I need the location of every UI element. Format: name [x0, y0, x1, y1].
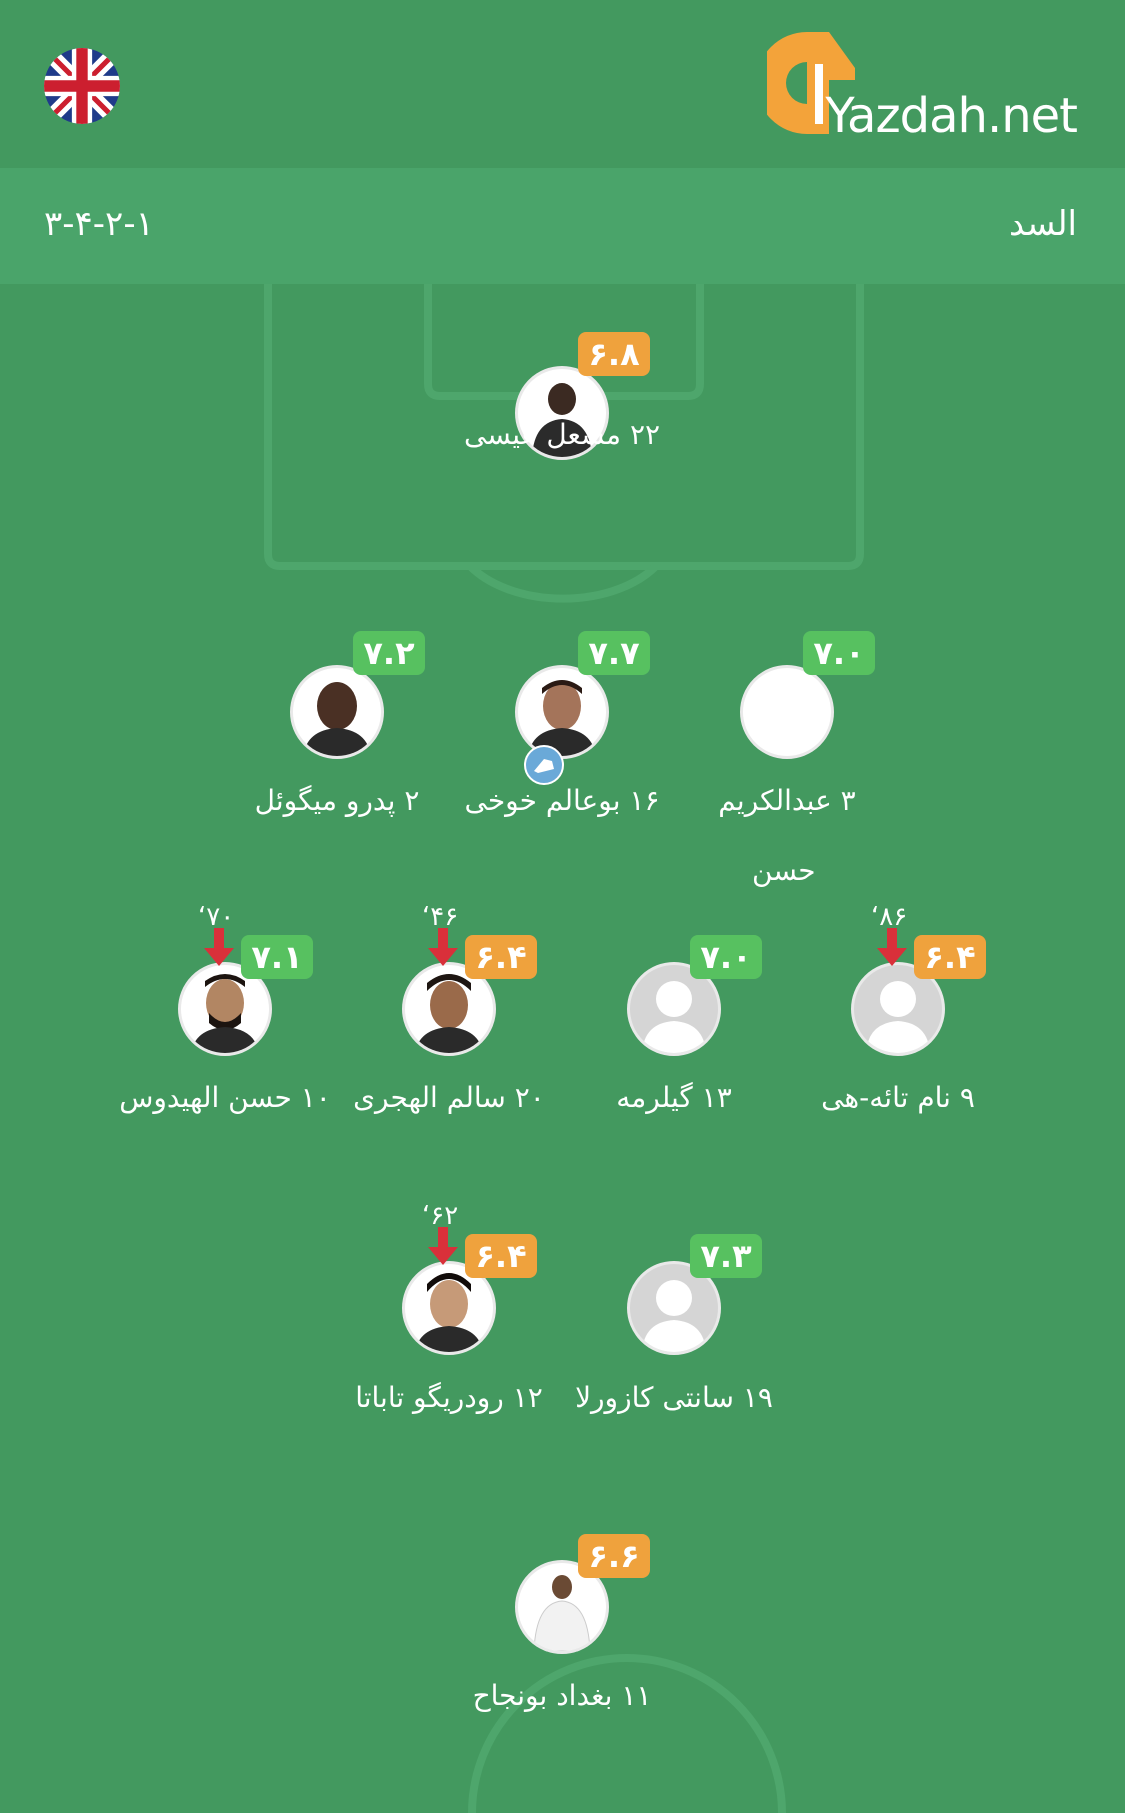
team-bar: السد ۳-۴-۲-۱	[0, 168, 1125, 284]
player-rating: ۷.۳	[690, 1234, 762, 1278]
sub-out-arrow-icon	[428, 928, 458, 966]
player-name: ۳ عبدالکریم	[718, 784, 856, 817]
player-name: ۲۰ سالم الهجری	[353, 1081, 545, 1114]
player-name: ۹ نام تائه-هی	[821, 1081, 975, 1114]
formation-label: ۳-۴-۲-۱	[44, 204, 154, 244]
uk-flag-icon[interactable]	[44, 48, 120, 124]
sub-minute: ۴۶‘	[422, 902, 459, 932]
team-name: السد	[1009, 204, 1077, 244]
site-logo[interactable]: Yazdah.net	[767, 24, 1078, 146]
logo-mark-icon	[767, 32, 855, 134]
player-name: ۱۱ بغداد بونجاح	[472, 1679, 652, 1712]
sub-out-arrow-icon	[877, 928, 907, 966]
pitch: ۶.۸ ۲۲ مشعل عیسی ۷.۲ ۲ پدرو میگوئل ۷.۷ ۱…	[0, 284, 1125, 1813]
player-name: ۱۹ سانتی کازورلا	[575, 1381, 773, 1414]
sub-minute: ۷۰‘	[198, 902, 235, 932]
boot-icon	[524, 745, 564, 785]
player-rating: ۶.۴	[914, 935, 986, 979]
player-rating: ۷.۰	[690, 935, 762, 979]
sub-minute: ۶۲‘	[422, 1201, 459, 1231]
player-name: ۱۰ حسن الهیدوس	[119, 1081, 331, 1114]
logo-text: Yazdah.net	[825, 88, 1078, 144]
player-avatar	[290, 665, 384, 759]
player-rating: ۷.۲	[353, 631, 425, 675]
player-rating: ۷.۱	[241, 935, 313, 979]
player-avatar	[515, 665, 609, 759]
player-name: ۲ پدرو میگوئل	[254, 784, 420, 817]
player-rating: ۷.۰	[803, 631, 875, 675]
player-rating: ۷.۷	[578, 631, 650, 675]
top-bar: Yazdah.net	[0, 0, 1125, 168]
sub-out-arrow-icon	[428, 1227, 458, 1265]
player-name: ۱۶ بوعالم خوخی	[464, 784, 660, 817]
player-name-line2: حسن	[752, 854, 816, 887]
player-avatar	[515, 366, 609, 460]
sub-out-arrow-icon	[204, 928, 234, 966]
player-name: ۲۲ مشعل عیسی	[463, 418, 661, 451]
player-rating: ۶.۶	[578, 1534, 650, 1578]
player-rating: ۶.۴	[465, 935, 537, 979]
pitch-markings	[264, 284, 864, 1813]
player-name: ۱۲ رودریگو تاباتا	[355, 1381, 543, 1414]
player-avatar	[515, 1560, 609, 1654]
player-avatar	[740, 665, 834, 759]
player-rating: ۶.۴	[465, 1234, 537, 1278]
player-avatar-placeholder	[851, 962, 945, 1056]
player-rating: ۶.۸	[578, 332, 650, 376]
player-avatar-placeholder	[627, 962, 721, 1056]
sub-minute: ۸۶‘	[871, 902, 908, 932]
player-name: ۱۳ گیلرمه	[616, 1081, 732, 1114]
player-avatar	[402, 1261, 496, 1355]
